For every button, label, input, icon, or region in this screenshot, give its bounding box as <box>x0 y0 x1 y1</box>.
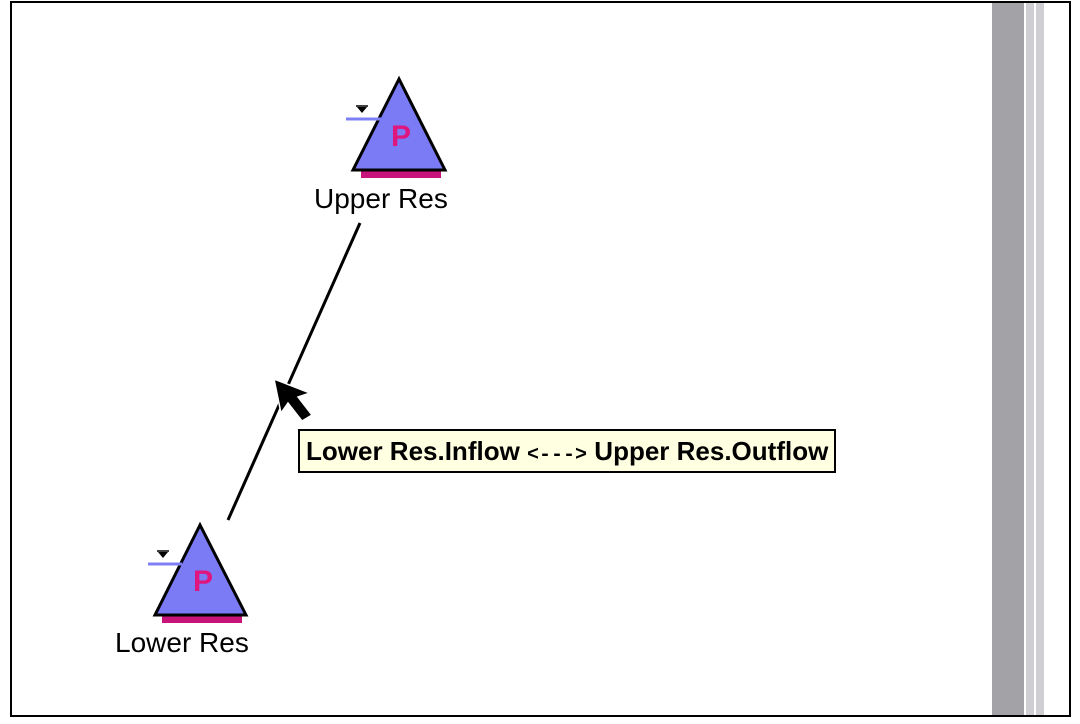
scrollbar-edge <box>1024 3 1026 715</box>
upper-reservoir-label: Upper Res <box>314 183 448 214</box>
scrollbar-groove <box>1026 3 1034 715</box>
lower-water-marker-icon <box>158 552 168 558</box>
tooltip-arrow: <---> <box>527 444 588 467</box>
scrollbar-divider <box>1034 3 1036 715</box>
network-canvas[interactable]: P P Upper Res Lower Res Lower Res.Inflow… <box>12 3 992 715</box>
lower-reservoir-node[interactable]: P <box>148 521 249 623</box>
lower-reservoir-glyph: P <box>193 565 213 598</box>
scrollbar-groove <box>1036 3 1044 715</box>
link-line[interactable] <box>226 222 362 521</box>
tooltip-to: Upper Res.Outflow <box>594 436 829 466</box>
scrollbar-track[interactable] <box>992 3 1024 715</box>
link-tooltip: Lower Res.Inflow <---> Upper Res.Outflow <box>298 429 837 473</box>
lower-reservoir-label: Lower Res <box>115 627 249 658</box>
workspace-window: P P Upper Res Lower Res Lower Res.Inflow… <box>10 1 1071 717</box>
lower-reservoir-base <box>162 615 242 623</box>
upper-reservoir-node[interactable]: P <box>346 75 448 178</box>
tooltip-from: Lower Res.Inflow <box>306 436 520 466</box>
upper-water-marker-icon <box>357 107 367 113</box>
lower-reservoir-triangle <box>152 521 249 617</box>
vertical-scrollbar[interactable] <box>992 3 1069 715</box>
upper-reservoir-base <box>361 170 441 178</box>
mouse-pointer-icon <box>272 377 314 422</box>
network-diagram: P P <box>148 75 448 623</box>
upper-reservoir-triangle <box>350 75 448 172</box>
upper-reservoir-glyph: P <box>391 120 411 153</box>
